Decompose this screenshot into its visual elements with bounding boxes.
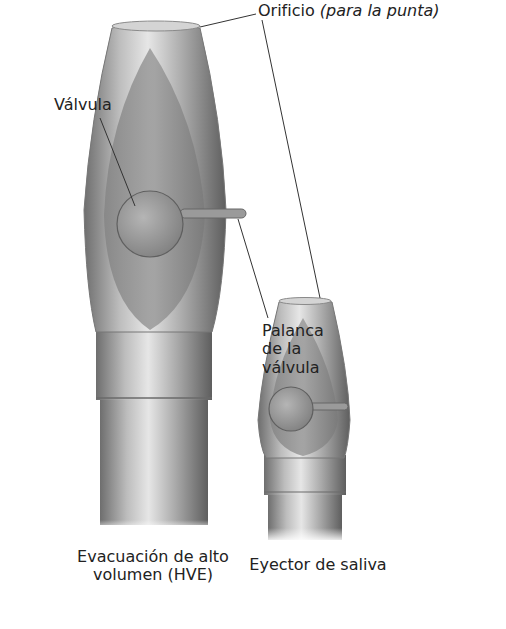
leader-lines	[100, 14, 320, 318]
saliva-ejector-handpiece	[258, 298, 350, 543]
caption-label: Eyector de saliva	[243, 556, 393, 574]
part-label: Válvula	[54, 96, 144, 114]
part-label: Palanca de la válvula	[262, 322, 344, 377]
caption-label: Evacuación de alto volumen (HVE)	[68, 548, 238, 585]
part-label: Orificio	[258, 2, 315, 20]
part-note: (para la punta)	[320, 2, 440, 20]
